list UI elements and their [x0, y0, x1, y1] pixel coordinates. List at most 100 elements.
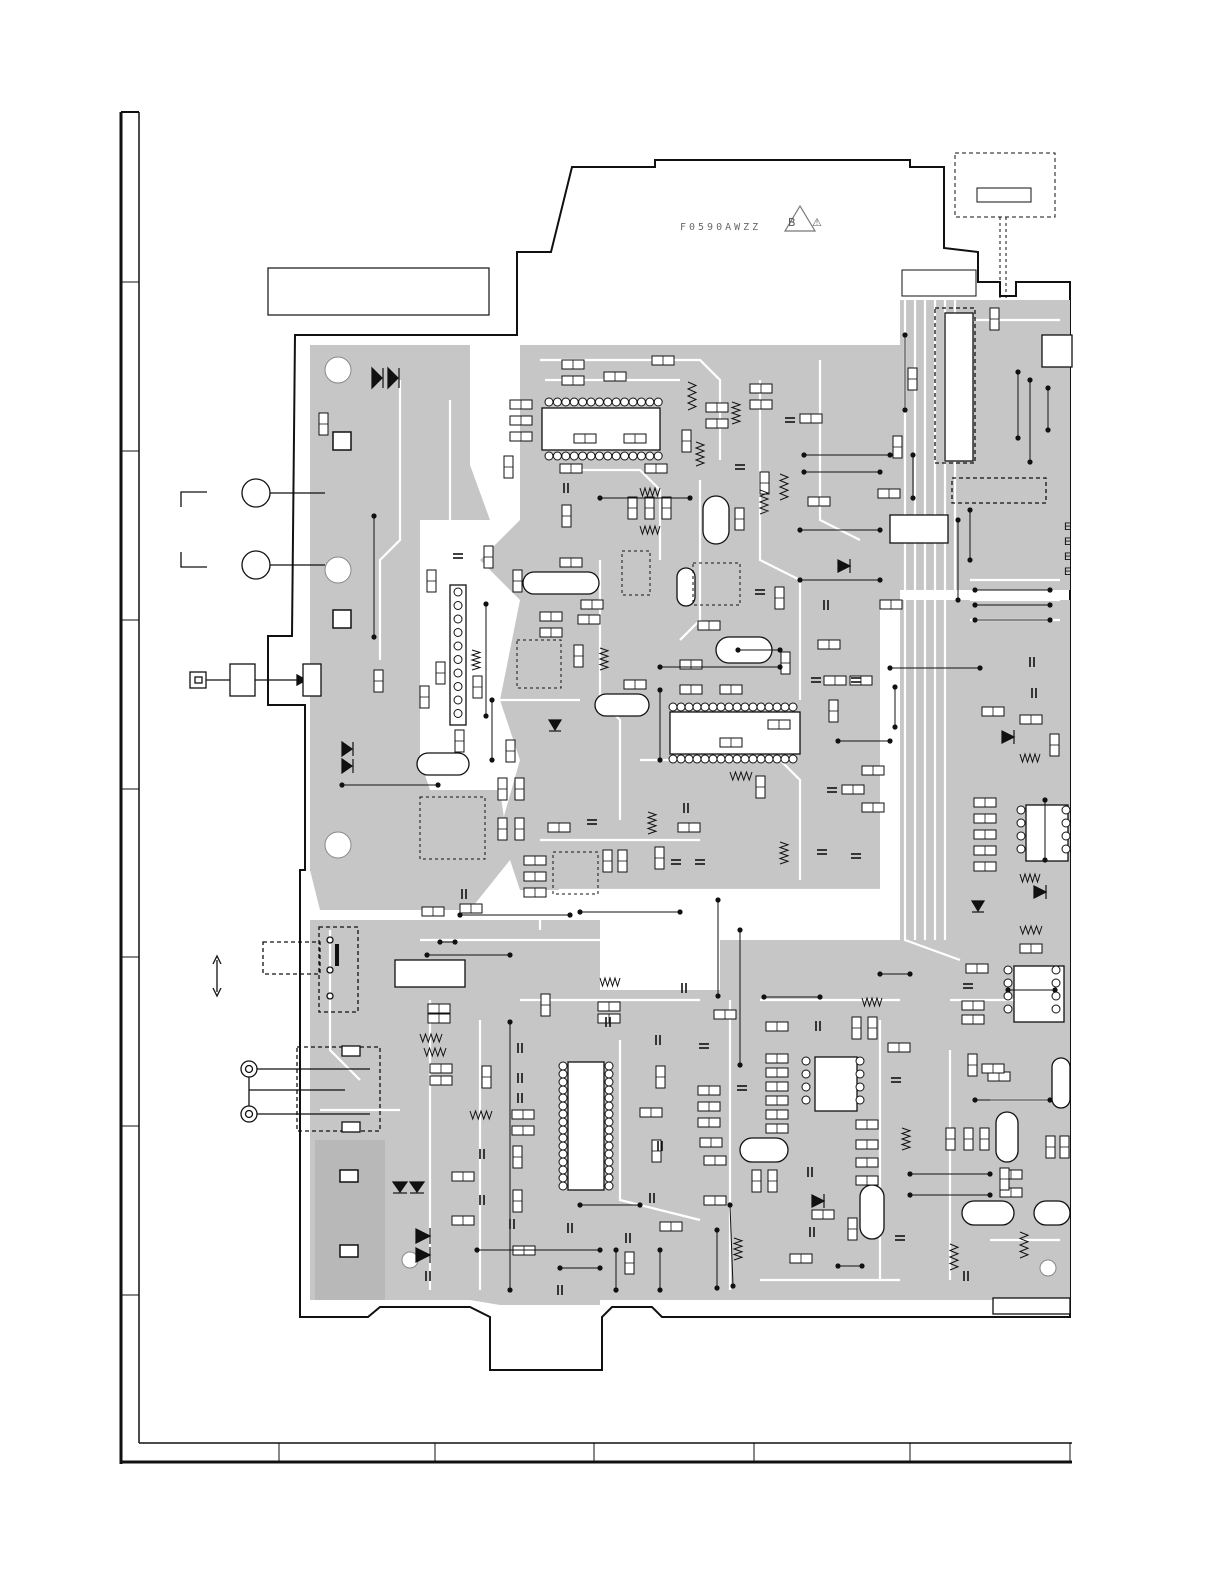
edge-label: E — [1064, 521, 1071, 533]
via — [877, 577, 882, 582]
ic-pin — [701, 703, 709, 711]
ic-pin — [646, 452, 654, 460]
via — [817, 994, 822, 999]
ic-pin — [559, 1126, 567, 1134]
via — [597, 1265, 602, 1270]
via — [797, 527, 802, 532]
ic-pin — [1017, 845, 1025, 853]
via — [613, 1247, 618, 1252]
via — [972, 617, 977, 622]
ic-pin — [559, 1158, 567, 1166]
ic-pin — [856, 1096, 864, 1104]
via — [637, 1202, 642, 1207]
ic-pin — [757, 755, 765, 763]
ic-pin — [802, 1057, 810, 1065]
via — [887, 738, 892, 743]
ic-pin — [454, 683, 462, 691]
ic-pin — [741, 703, 749, 711]
via — [877, 971, 882, 976]
ic-middle — [670, 712, 800, 754]
ic-pin — [637, 452, 645, 460]
jack-icon — [241, 1106, 257, 1122]
ic-pin — [605, 1078, 613, 1086]
ic-pin — [605, 1062, 613, 1070]
via — [967, 507, 972, 512]
ic-pin — [725, 703, 733, 711]
via — [892, 684, 897, 689]
via — [972, 587, 977, 592]
via — [730, 1283, 735, 1288]
via — [1042, 797, 1047, 802]
terminal-circle — [242, 551, 270, 579]
ic-pin — [559, 1094, 567, 1102]
via — [715, 993, 720, 998]
via — [777, 647, 782, 652]
via — [657, 687, 662, 692]
ic-pin — [559, 1134, 567, 1142]
ic-pin — [725, 755, 733, 763]
via — [577, 1202, 582, 1207]
ic-pin — [559, 1110, 567, 1118]
ic-pin — [709, 755, 717, 763]
ic-pin — [605, 1150, 613, 1158]
via — [597, 1247, 602, 1252]
via — [424, 952, 429, 957]
via — [1027, 377, 1032, 382]
ic-pin — [789, 755, 797, 763]
ic-pin — [802, 1070, 810, 1078]
edge-label: E — [1064, 536, 1071, 548]
ic-right-1 — [1026, 805, 1068, 861]
via — [715, 897, 720, 902]
ic-pin — [1052, 966, 1060, 974]
ic-pin — [621, 452, 629, 460]
ic-pin — [559, 1174, 567, 1182]
ic-pin — [570, 398, 578, 406]
title-box — [268, 268, 489, 315]
ic-pin — [605, 1174, 613, 1182]
via — [735, 647, 740, 652]
via — [910, 452, 915, 457]
ic-pin — [605, 1086, 613, 1094]
ic-pin — [669, 703, 677, 711]
via — [1047, 1097, 1052, 1102]
ic-pin — [621, 398, 629, 406]
ic-pin — [454, 629, 462, 637]
ic-pin — [693, 755, 701, 763]
edge-label: E — [1064, 551, 1071, 563]
via — [801, 452, 806, 457]
via — [887, 665, 892, 670]
via — [677, 909, 682, 914]
via — [483, 713, 488, 718]
ic-pin — [709, 703, 717, 711]
via — [339, 782, 344, 787]
warning-letter: B — [788, 216, 796, 229]
ic-pin — [856, 1057, 864, 1065]
ic-pin — [605, 1126, 613, 1134]
ic-pin — [789, 703, 797, 711]
via — [371, 513, 376, 518]
via — [613, 1287, 618, 1292]
ic-pin — [685, 703, 693, 711]
ic-pin — [654, 398, 662, 406]
via — [1005, 987, 1010, 992]
via — [1015, 369, 1020, 374]
ic-pin — [604, 398, 612, 406]
ic-pin — [733, 755, 741, 763]
via — [902, 407, 907, 412]
ic-pin — [646, 398, 654, 406]
ic-pin — [454, 602, 462, 610]
ic-pin — [701, 755, 709, 763]
ic-pin — [1052, 979, 1060, 987]
via — [714, 1285, 719, 1290]
ic-pin — [545, 452, 553, 460]
ic-pin — [553, 398, 561, 406]
via — [371, 634, 376, 639]
ic-pin — [629, 398, 637, 406]
via — [507, 1287, 512, 1292]
ic-pin — [559, 1118, 567, 1126]
via — [1015, 435, 1020, 440]
ic-pin — [677, 703, 685, 711]
ic-pin — [587, 452, 595, 460]
ic-pin — [559, 1070, 567, 1078]
ic-pin — [781, 703, 789, 711]
